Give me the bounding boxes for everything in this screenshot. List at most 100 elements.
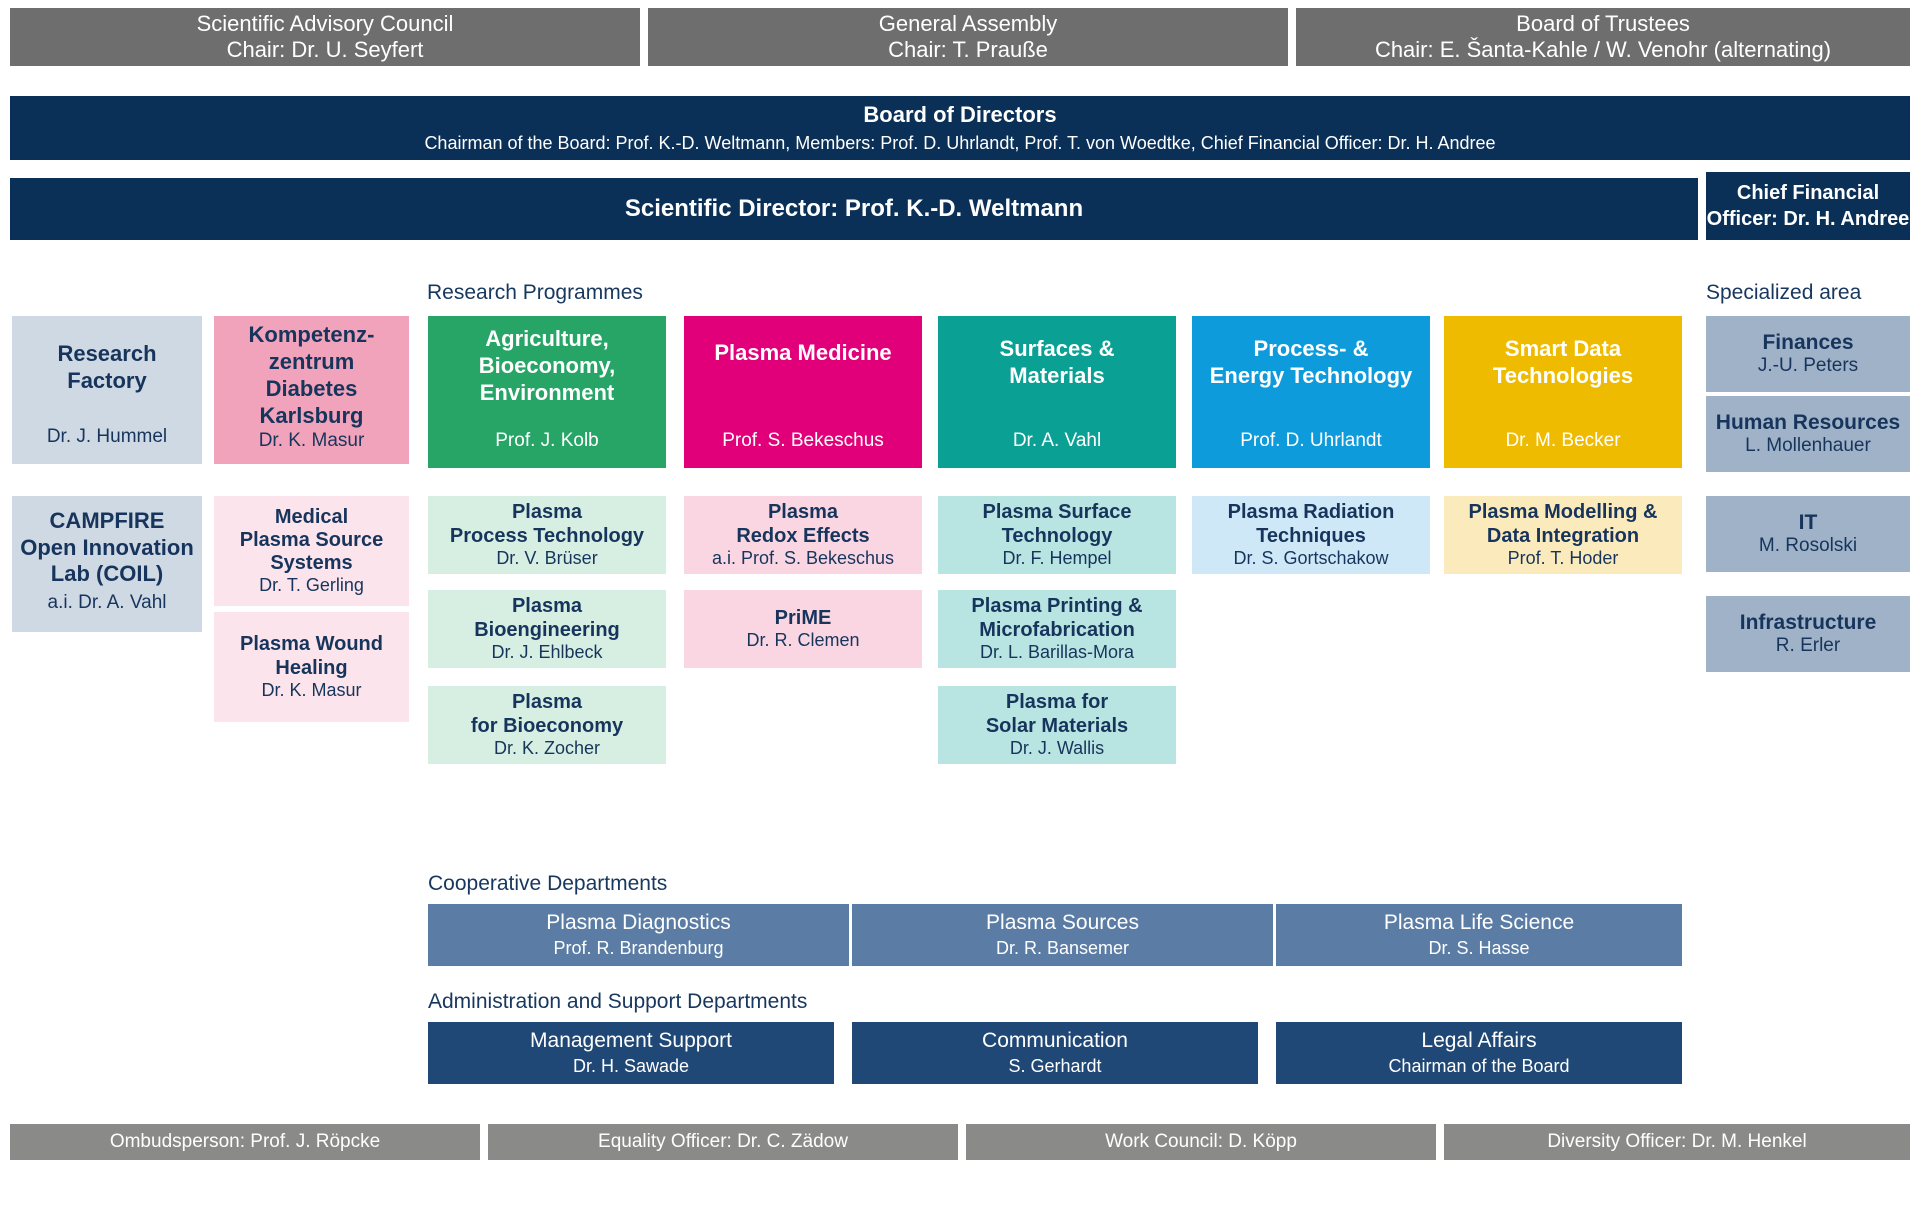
programme-title: Agriculture, Bioeconomy, Environment: [478, 326, 616, 405]
unit-research-factory[interactable]: Research Factory Dr. J. Hummel: [12, 316, 202, 464]
programme-title: Plasma Medicine: [714, 340, 892, 365]
officer-label: Ombudsperson: Prof. J. Röpcke: [109, 1130, 381, 1152]
unit-medical-plasma-source-systems[interactable]: Medical Plasma Source Systems Dr. T. Ger…: [214, 496, 409, 606]
unit-kompetenzzentrum-diabetes-karlsburg[interactable]: Kompetenz- zentrum Diabetes Karlsburg Dr…: [214, 316, 409, 464]
admin-department-management-support[interactable]: Management Support Dr. H. Sawade: [428, 1022, 834, 1084]
dept-person: Dr. S. Hasse: [1428, 938, 1530, 959]
cooperative-department-plasma-life-science[interactable]: Plasma Life Science Dr. S. Hasse: [1276, 904, 1682, 966]
governance-card-scientific-advisory-council[interactable]: Scientific Advisory Council Chair: Dr. U…: [10, 8, 640, 66]
unit-title: Plasma for Bioeconomy: [470, 691, 624, 737]
scientific-director-card[interactable]: Scientific Director: Prof. K.-D. Weltman…: [10, 178, 1698, 240]
specialized-area-finances[interactable]: Finances J.-U. Peters: [1706, 316, 1910, 392]
unit-plasma-for-solar-materials[interactable]: Plasma for Solar Materials Dr. J. Wallis: [938, 686, 1176, 764]
programme-person: Prof. D. Uhrlandt: [1240, 429, 1382, 451]
unit-person: a.i. Dr. A. Vahl: [47, 592, 167, 614]
board-of-directors-card[interactable]: Board of Directors Chairman of the Board…: [10, 96, 1910, 160]
unit-plasma-printing-microfabrication[interactable]: Plasma Printing & Microfabrication Dr. L…: [938, 590, 1176, 668]
officer-diversity[interactable]: Diversity Officer: Dr. M. Henkel: [1444, 1124, 1910, 1160]
unit-person: Dr. F. Hempel: [1002, 547, 1112, 568]
unit-title: Plasma Surface Technology: [982, 501, 1132, 547]
dept-title: Plasma Diagnostics: [546, 910, 731, 934]
unit-person: Dr. J. Ehlbeck: [491, 641, 603, 662]
dept-person: Chairman of the Board: [1388, 1056, 1570, 1077]
unit-title: Kompetenz- zentrum Diabetes Karlsburg: [248, 322, 375, 428]
programme-person: Dr. A. Vahl: [1012, 429, 1102, 451]
officer-label: Equality Officer: Dr. C. Zädow: [598, 1130, 848, 1152]
governance-card-general-assembly[interactable]: General Assembly Chair: T. Prauße: [648, 8, 1288, 66]
dept-title: Legal Affairs: [1421, 1028, 1537, 1052]
caption-cooperative-departments: Cooperative Departments: [428, 872, 668, 895]
programme-agriculture-bioeconomy-environment[interactable]: Agriculture, Bioeconomy, Environment Pro…: [428, 316, 666, 468]
dept-title: Communication: [982, 1028, 1128, 1052]
officer-label: Work Council: D. Köpp: [1105, 1130, 1297, 1152]
unit-plasma-radiation-techniques[interactable]: Plasma Radiation Techniques Dr. S. Gorts…: [1192, 496, 1430, 574]
unit-prime[interactable]: PriME Dr. R. Clemen: [684, 590, 922, 668]
governance-title: Scientific Advisory Council: [196, 11, 454, 37]
specialized-area-human-resources[interactable]: Human Resources L. Mollenhauer: [1706, 396, 1910, 472]
officer-ombudsperson[interactable]: Ombudsperson: Prof. J. Röpcke: [10, 1124, 480, 1160]
unit-title: Plasma Modelling & Data Integration: [1468, 501, 1658, 547]
unit-title: Plasma for Solar Materials: [985, 691, 1129, 737]
specialized-area-infrastructure[interactable]: Infrastructure R. Erler: [1706, 596, 1910, 672]
unit-plasma-redox-effects[interactable]: Plasma Redox Effects a.i. Prof. S. Bekes…: [684, 496, 922, 574]
spec-title: Finances: [1762, 330, 1854, 354]
unit-title: Plasma Process Technology: [449, 501, 645, 547]
programme-plasma-medicine[interactable]: Plasma Medicine Prof. S. Bekeschus: [684, 316, 922, 468]
governance-person: Chair: E. Šanta-Kahle / W. Venohr (alter…: [1374, 37, 1832, 62]
programme-title: Smart Data Technologies: [1492, 336, 1634, 388]
programme-surfaces-materials[interactable]: Surfaces & Materials Dr. A. Vahl: [938, 316, 1176, 468]
unit-campfire-coil[interactable]: CAMPFIRE Open Innovation Lab (COIL) a.i.…: [12, 496, 202, 632]
dept-title: Plasma Sources: [986, 910, 1139, 934]
governance-title: Board of Trustees: [1516, 11, 1690, 37]
unit-plasma-modelling-data-integration[interactable]: Plasma Modelling & Data Integration Prof…: [1444, 496, 1682, 574]
spec-person: M. Rosolski: [1758, 535, 1858, 557]
unit-title: Research Factory: [57, 341, 157, 394]
unit-title: CAMPFIRE Open Innovation Lab (COIL): [20, 507, 194, 587]
unit-plasma-surface-technology[interactable]: Plasma Surface Technology Dr. F. Hempel: [938, 496, 1176, 574]
caption-specialized-area: Specialized area: [1706, 281, 1862, 304]
governance-person: Chair: Dr. U. Seyfert: [226, 37, 424, 62]
unit-title: Plasma Bioengineering: [474, 595, 620, 641]
unit-title: Plasma Redox Effects: [736, 501, 870, 547]
spec-person: L. Mollenhauer: [1745, 435, 1871, 457]
programme-person: Prof. S. Bekeschus: [722, 429, 884, 451]
unit-plasma-for-bioeconomy[interactable]: Plasma for Bioeconomy Dr. K. Zocher: [428, 686, 666, 764]
programme-smart-data-technologies[interactable]: Smart Data Technologies Dr. M. Becker: [1444, 316, 1682, 468]
unit-person: Dr. R. Clemen: [746, 630, 860, 651]
governance-card-board-of-trustees[interactable]: Board of Trustees Chair: E. Šanta-Kahle …: [1296, 8, 1910, 66]
unit-title: Medical Plasma Source Systems: [239, 505, 384, 575]
officer-label: Diversity Officer: Dr. M. Henkel: [1547, 1130, 1807, 1152]
dept-person: Dr. H. Sawade: [572, 1056, 690, 1077]
unit-plasma-bioengineering[interactable]: Plasma Bioengineering Dr. J. Ehlbeck: [428, 590, 666, 668]
programme-person: Prof. J. Kolb: [495, 429, 599, 451]
unit-title: PriME: [774, 606, 832, 629]
dept-title: Plasma Life Science: [1383, 910, 1575, 934]
unit-person: Dr. T. Gerling: [259, 575, 364, 596]
governance-title: General Assembly: [878, 11, 1058, 37]
spec-title: IT: [1798, 510, 1818, 534]
cooperative-department-plasma-diagnostics[interactable]: Plasma Diagnostics Prof. R. Brandenburg: [428, 904, 849, 966]
officer-work-council[interactable]: Work Council: D. Köpp: [966, 1124, 1436, 1160]
dept-person: Prof. R. Brandenburg: [553, 938, 724, 959]
caption-research-programmes: Research Programmes: [427, 281, 643, 304]
unit-title: Plasma Wound Healing: [240, 633, 383, 679]
unit-person: Dr. J. Hummel: [46, 425, 168, 447]
board-of-directors-title: Board of Directors: [863, 102, 1057, 128]
specialized-area-it[interactable]: IT M. Rosolski: [1706, 496, 1910, 572]
spec-title: Human Resources: [1715, 410, 1901, 434]
unit-plasma-wound-healing[interactable]: Plasma Wound Healing Dr. K. Masur: [214, 612, 409, 722]
unit-title: Plasma Radiation Techniques: [1227, 501, 1395, 547]
chief-financial-officer-card[interactable]: Chief Financial Officer: Dr. H. Andree: [1706, 172, 1910, 240]
officer-equality[interactable]: Equality Officer: Dr. C. Zädow: [488, 1124, 958, 1160]
governance-person: Chair: T. Prauße: [888, 37, 1048, 62]
admin-department-legal-affairs[interactable]: Legal Affairs Chairman of the Board: [1276, 1022, 1682, 1084]
unit-person: a.i. Prof. S. Bekeschus: [711, 547, 895, 568]
admin-department-communication[interactable]: Communication S. Gerhardt: [852, 1022, 1258, 1084]
unit-person: Prof. T. Hoder: [1507, 547, 1619, 568]
cooperative-department-plasma-sources[interactable]: Plasma Sources Dr. R. Bansemer: [852, 904, 1273, 966]
programme-process-energy-technology[interactable]: Process- & Energy Technology Prof. D. Uh…: [1192, 316, 1430, 468]
scientific-director-title: Scientific Director: Prof. K.-D. Weltman…: [624, 195, 1084, 223]
unit-plasma-process-technology[interactable]: Plasma Process Technology Dr. V. Brüser: [428, 496, 666, 574]
dept-title: Management Support: [530, 1028, 732, 1052]
